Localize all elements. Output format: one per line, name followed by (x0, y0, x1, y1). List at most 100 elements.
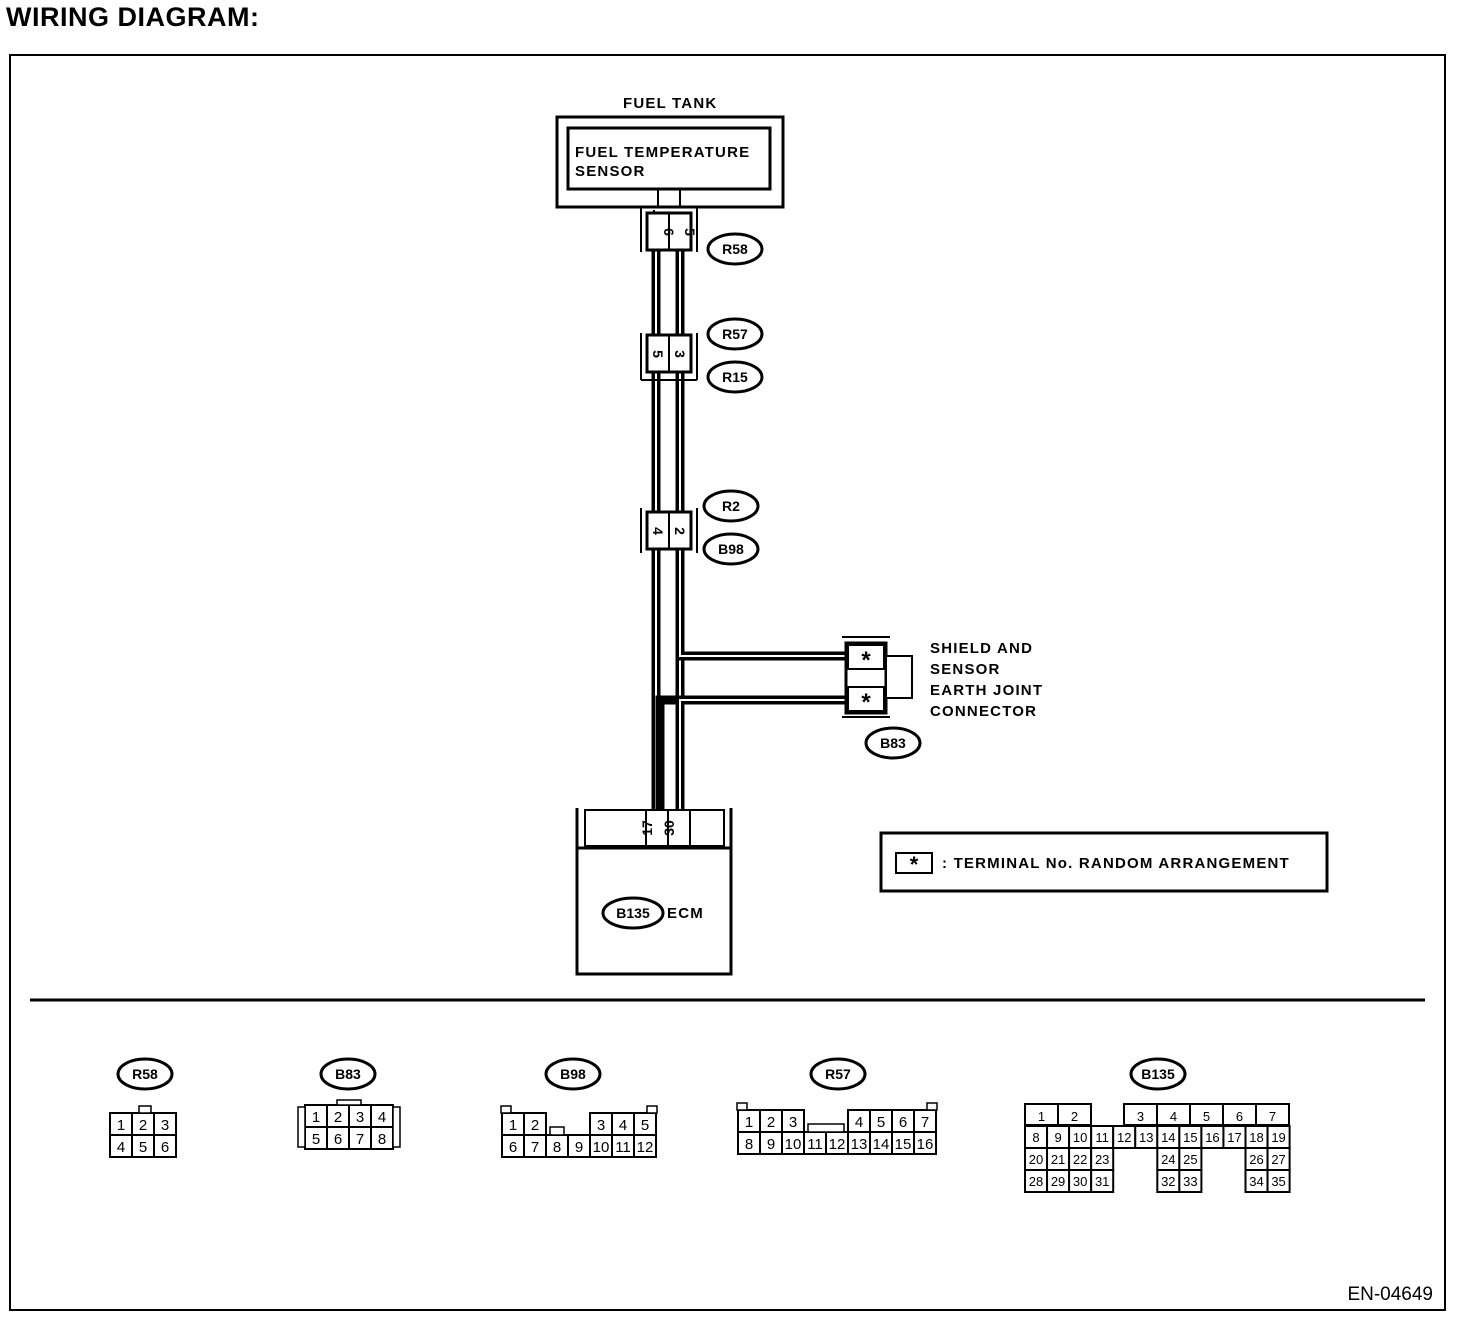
face-pin: 1 (117, 1117, 125, 1134)
face-pin: 32 (1161, 1174, 1175, 1189)
face-tag-r58: R58 (132, 1066, 158, 1082)
face-tag-r57: R57 (825, 1066, 851, 1082)
face-pin: 12 (637, 1139, 654, 1156)
svg-text:R15: R15 (722, 369, 748, 385)
face-pin: 15 (895, 1136, 912, 1153)
face-pin: 4 (619, 1117, 627, 1134)
face-pin: 15 (1183, 1130, 1197, 1145)
svg-text:R58: R58 (722, 241, 748, 257)
tag-r58: R58 (706, 232, 764, 266)
face-pin: 34 (1249, 1174, 1263, 1189)
face-pin: 14 (873, 1136, 890, 1153)
face-pin: 25 (1183, 1152, 1197, 1167)
face-pin: 6 (161, 1139, 169, 1156)
face-pin: 7 (1269, 1109, 1276, 1124)
fuel-temp-sensor-label-1: FUEL TEMPERATURE (575, 144, 750, 161)
fuel-tank-label: FUEL TANK (623, 95, 717, 112)
face-pin: 10 (785, 1136, 802, 1153)
face-pin: 6 (509, 1139, 517, 1156)
face-pin: 2 (139, 1117, 147, 1134)
face-pin: 8 (378, 1131, 386, 1148)
legend-symbol: * (910, 852, 919, 877)
face-pin: 7 (356, 1131, 364, 1148)
joint-connector-label-1: SHIELD AND (930, 640, 1033, 657)
b83-pin-lower: * (861, 689, 871, 716)
face-pin: 4 (855, 1114, 863, 1131)
face-pin: 16 (1205, 1130, 1219, 1145)
r2-pin-right: 2 (672, 527, 688, 535)
face-pin: 20 (1029, 1152, 1043, 1167)
tag-b135: B135 (601, 896, 665, 930)
connector-r57-inline: 5 3 (640, 333, 698, 381)
face-pin: 9 (575, 1139, 583, 1156)
legend-text: : TERMINAL No. RANDOM ARRANGEMENT (942, 855, 1290, 872)
face-pin: 19 (1271, 1130, 1285, 1145)
face-pin: 11 (807, 1136, 823, 1153)
face-pin: 10 (593, 1139, 610, 1156)
tag-r15: R15 (706, 360, 764, 394)
face-pin: 3 (597, 1117, 605, 1134)
face-pin: 3 (789, 1114, 797, 1131)
fuel-temp-sensor-label-2: SENSOR (575, 163, 646, 180)
face-pin: 24 (1161, 1152, 1175, 1167)
face-pin: 33 (1183, 1174, 1197, 1189)
face-pin: 8 (745, 1136, 753, 1153)
face-pin: 9 (1054, 1130, 1061, 1145)
joint-connector-label-2: SENSOR (930, 661, 1001, 678)
diagram-frame (9, 54, 1446, 1311)
svg-text:R57: R57 (722, 326, 748, 342)
face-pin: 13 (1139, 1130, 1153, 1145)
r2-pin-left: 4 (650, 527, 666, 535)
face-pin: 10 (1073, 1130, 1087, 1145)
ecm-unit: 17 30 (575, 808, 733, 976)
face-pin: 1 (312, 1109, 320, 1126)
b83-pin-upper: * (861, 647, 871, 674)
face-pin: 11 (615, 1139, 631, 1156)
face-pin: 5 (877, 1114, 885, 1131)
face-pin: 14 (1161, 1130, 1175, 1145)
joint-connector-label-4: CONNECTOR (930, 703, 1037, 720)
connector-r58-inline: 6 5 (640, 207, 698, 252)
face-pin: 13 (851, 1136, 868, 1153)
r57-pin-right: 3 (672, 350, 688, 358)
face-tag-b83: B83 (335, 1066, 361, 1082)
face-pin: 5 (312, 1131, 320, 1148)
face-pin: 5 (641, 1117, 649, 1134)
face-pin: 23 (1095, 1152, 1109, 1167)
figure-id: EN-04649 (1347, 1284, 1433, 1305)
face-pin: 6 (899, 1114, 907, 1131)
ecm-pin-30: 30 (661, 820, 677, 836)
connector-r2-inline: 4 2 (640, 508, 698, 553)
face-pin: 4 (1170, 1109, 1177, 1124)
svg-text:R2: R2 (722, 498, 740, 514)
page-title: WIRING DIAGRAM: (6, 2, 260, 32)
face-tag-b135: B135 (1141, 1066, 1175, 1082)
face-pin: 6 (334, 1131, 342, 1148)
legend: * : TERMINAL No. RANDOM ARRANGEMENT (879, 831, 1329, 893)
svg-text:B135: B135 (616, 905, 650, 921)
tag-r57: R57 (706, 317, 764, 351)
tag-r2: R2 (702, 489, 760, 523)
face-tag-b98: B98 (560, 1066, 586, 1082)
face-pin: 7 (921, 1114, 929, 1131)
face-pin: 6 (1236, 1109, 1243, 1124)
face-pin: 5 (139, 1139, 147, 1156)
face-pin: 8 (553, 1139, 561, 1156)
face-pin: 12 (829, 1136, 846, 1153)
face-pin: 18 (1249, 1130, 1263, 1145)
face-pin: 4 (378, 1109, 386, 1126)
face-pin: 2 (531, 1117, 539, 1134)
face-pin: 1 (509, 1117, 517, 1134)
r57-pin-left: 5 (650, 350, 666, 358)
ecm-label: ECM (667, 905, 704, 922)
face-pin: 9 (767, 1136, 775, 1153)
face-pin: 16 (917, 1136, 934, 1153)
face-pin: 4 (117, 1139, 125, 1156)
face-pin: 27 (1271, 1152, 1285, 1167)
face-pin: 2 (334, 1109, 342, 1126)
